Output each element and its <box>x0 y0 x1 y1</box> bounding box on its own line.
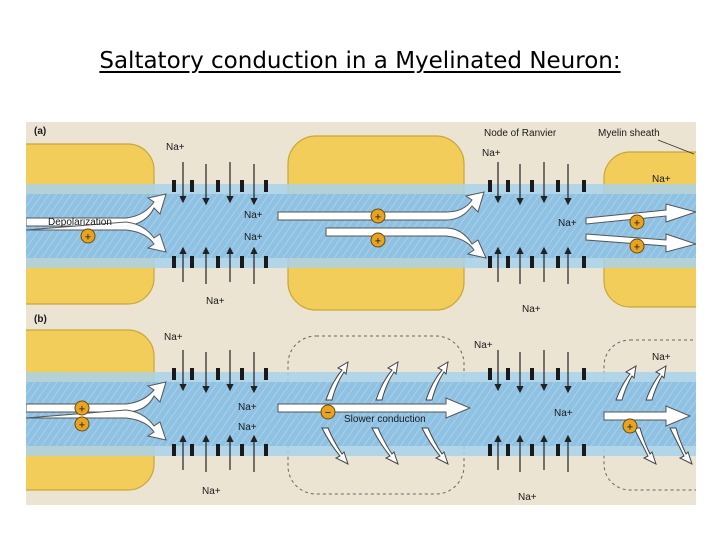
slide-title: Saltatory conduction in a Myelinated Neu… <box>99 48 621 74</box>
sodium-label: Na+ <box>206 296 225 307</box>
sodium-label: Na+ <box>164 332 183 343</box>
sodium-label: Na+ <box>166 142 185 153</box>
plus-sign: + <box>375 236 381 248</box>
saltatory-conduction-figure: + + + + + (a) Node of Ranvier Myelin she… <box>26 122 696 505</box>
sodium-label: Na+ <box>558 218 577 229</box>
panel-b: + + − + (b) Slower conduction Na+ Na+ Na… <box>26 314 696 503</box>
sodium-label: Na+ <box>522 304 541 315</box>
slower-conduction-label: Slower conduction <box>344 414 426 425</box>
current-leak-arrows <box>321 361 693 465</box>
ion-flow-arrows <box>179 350 572 472</box>
depolarization-label: Depolarization <box>48 217 112 228</box>
sodium-label: Na+ <box>238 402 257 413</box>
sodium-label: Na+ <box>244 232 263 243</box>
sodium-label: Na+ <box>474 340 493 351</box>
neuron-diagram: + + + + + (a) Node of Ranvier Myelin she… <box>26 126 696 503</box>
sodium-label: Na+ <box>652 352 671 363</box>
node-of-ranvier-label: Node of Ranvier <box>484 128 557 139</box>
current-flow-arrows <box>26 191 696 259</box>
plus-sign: + <box>634 242 640 254</box>
plus-sign: + <box>627 422 633 434</box>
ion-channels <box>172 180 586 268</box>
current-flow-arrows <box>26 381 692 441</box>
sodium-label: Na+ <box>202 486 221 497</box>
plus-sign: + <box>79 404 85 416</box>
sodium-label: Na+ <box>482 148 501 159</box>
ion-flow-arrows <box>179 162 572 284</box>
panel-a-letter: (a) <box>34 126 46 137</box>
plus-sign: + <box>79 420 85 432</box>
plus-sign: + <box>634 218 640 230</box>
panel-b-letter: (b) <box>34 314 47 325</box>
myelin-sheath-label: Myelin sheath <box>598 128 660 139</box>
sodium-label: Na+ <box>652 174 671 185</box>
ion-channels <box>172 368 586 456</box>
minus-sign: − <box>325 407 331 419</box>
panel-a: + + + + + (a) Node of Ranvier Myelin she… <box>26 126 696 315</box>
sodium-label: Na+ <box>244 210 263 221</box>
plus-sign: + <box>85 232 91 244</box>
sodium-label: Na+ <box>518 492 537 503</box>
sodium-label: Na+ <box>238 422 257 433</box>
charge-markers: + + + + + <box>80 208 645 254</box>
charge-markers: + + − + <box>74 400 638 434</box>
sodium-label: Na+ <box>554 408 573 419</box>
plus-sign: + <box>375 212 381 224</box>
